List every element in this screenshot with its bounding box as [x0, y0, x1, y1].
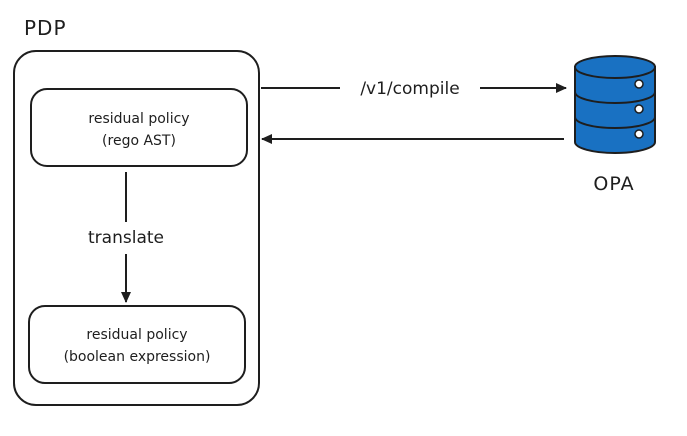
pdp-container	[13, 50, 260, 406]
database-icon	[574, 55, 656, 154]
database-dot-3	[634, 129, 644, 139]
opa-label: OPA	[593, 173, 634, 195]
residual-rego-line1: residual policy	[88, 111, 189, 127]
database-band-2	[574, 116, 656, 129]
opa-node: OPA	[574, 55, 656, 195]
translate-edge: translate	[88, 172, 164, 303]
residual-boolean-line1: residual policy	[86, 327, 187, 343]
database-dot-2	[634, 104, 644, 114]
database-band-1	[574, 91, 656, 104]
residual-rego-line2: (rego AST)	[102, 133, 176, 149]
residual-rego-node: residual policy (rego AST)	[30, 88, 248, 167]
translate-label: translate	[88, 228, 164, 248]
residual-boolean-line2: (boolean expression)	[64, 349, 211, 365]
database-dot-1	[634, 79, 644, 89]
pdp-title: PDP	[24, 16, 67, 40]
compile-label: /v1/compile	[360, 79, 459, 99]
residual-boolean-node: residual policy (boolean expression)	[28, 305, 246, 384]
database-top	[574, 55, 656, 79]
compile-edge: /v1/compile	[261, 79, 567, 99]
